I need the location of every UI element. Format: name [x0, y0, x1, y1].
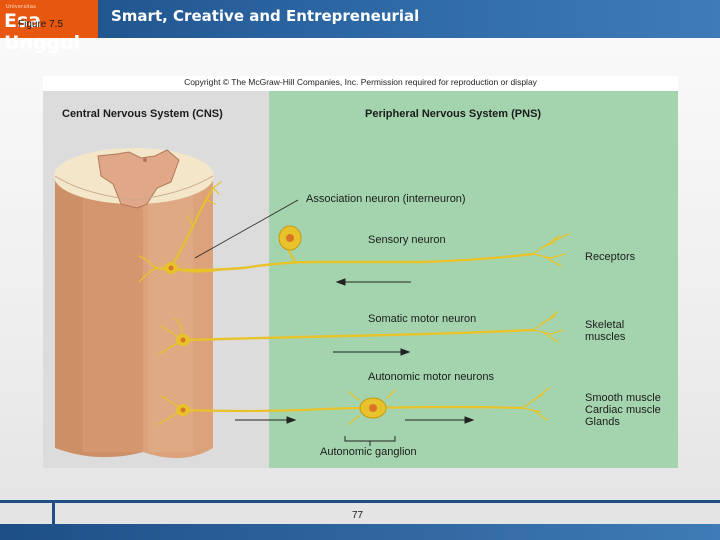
cns-heading: Central Nervous System (CNS): [62, 108, 223, 120]
autonomic-ganglion-label: Autonomic ganglion: [320, 446, 417, 458]
logo-text: Esa Unggul: [4, 10, 81, 54]
nervous-system-figure: Copyright © The McGraw-Hill Companies, I…: [43, 76, 678, 468]
cell-bodies: [164, 225, 387, 419]
spinal-cord: [54, 148, 214, 459]
diagram-artwork: [43, 91, 678, 468]
figure-label: Figure 7.5: [18, 19, 64, 30]
skeletal-muscles-label-line2: muscles: [585, 331, 626, 343]
glands-label: Glands: [585, 416, 620, 428]
ganglion-bracket: [344, 436, 396, 446]
university-logo: Universitas Esa Unggul: [0, 0, 98, 54]
cardiac-muscle-label: Cardiac muscle: [585, 404, 661, 416]
header-bar: [0, 0, 720, 38]
direction-arrows: [235, 278, 475, 424]
logo-small-text: Universitas: [6, 4, 37, 10]
sensory-neuron-label: Sensory neuron: [368, 234, 446, 246]
skeletal-muscles-label-line1: Skeletal: [585, 319, 625, 331]
footer-strip: [0, 524, 720, 540]
page-number: 77: [352, 510, 364, 521]
neurons: [138, 181, 570, 425]
receptors-label: Receptors: [585, 251, 636, 263]
association-neuron-label: Association neuron (interneuron): [306, 193, 466, 205]
association-leader-line: [194, 199, 299, 259]
tagline: Smart, Creative and Entrepreneurial: [111, 7, 420, 25]
somatic-motor-neuron-label: Somatic motor neuron: [368, 313, 477, 325]
pns-heading: Peripheral Nervous System (PNS): [365, 108, 542, 120]
copyright-notice: Copyright © The McGraw-Hill Companies, I…: [184, 77, 537, 87]
autonomic-motor-neurons-label: Autonomic motor neurons: [368, 371, 494, 383]
footer-line: [0, 500, 720, 503]
footer-vertical-line: [52, 500, 55, 525]
pns-panel: [269, 91, 678, 468]
smooth-muscle-label: Smooth muscle: [585, 392, 661, 404]
